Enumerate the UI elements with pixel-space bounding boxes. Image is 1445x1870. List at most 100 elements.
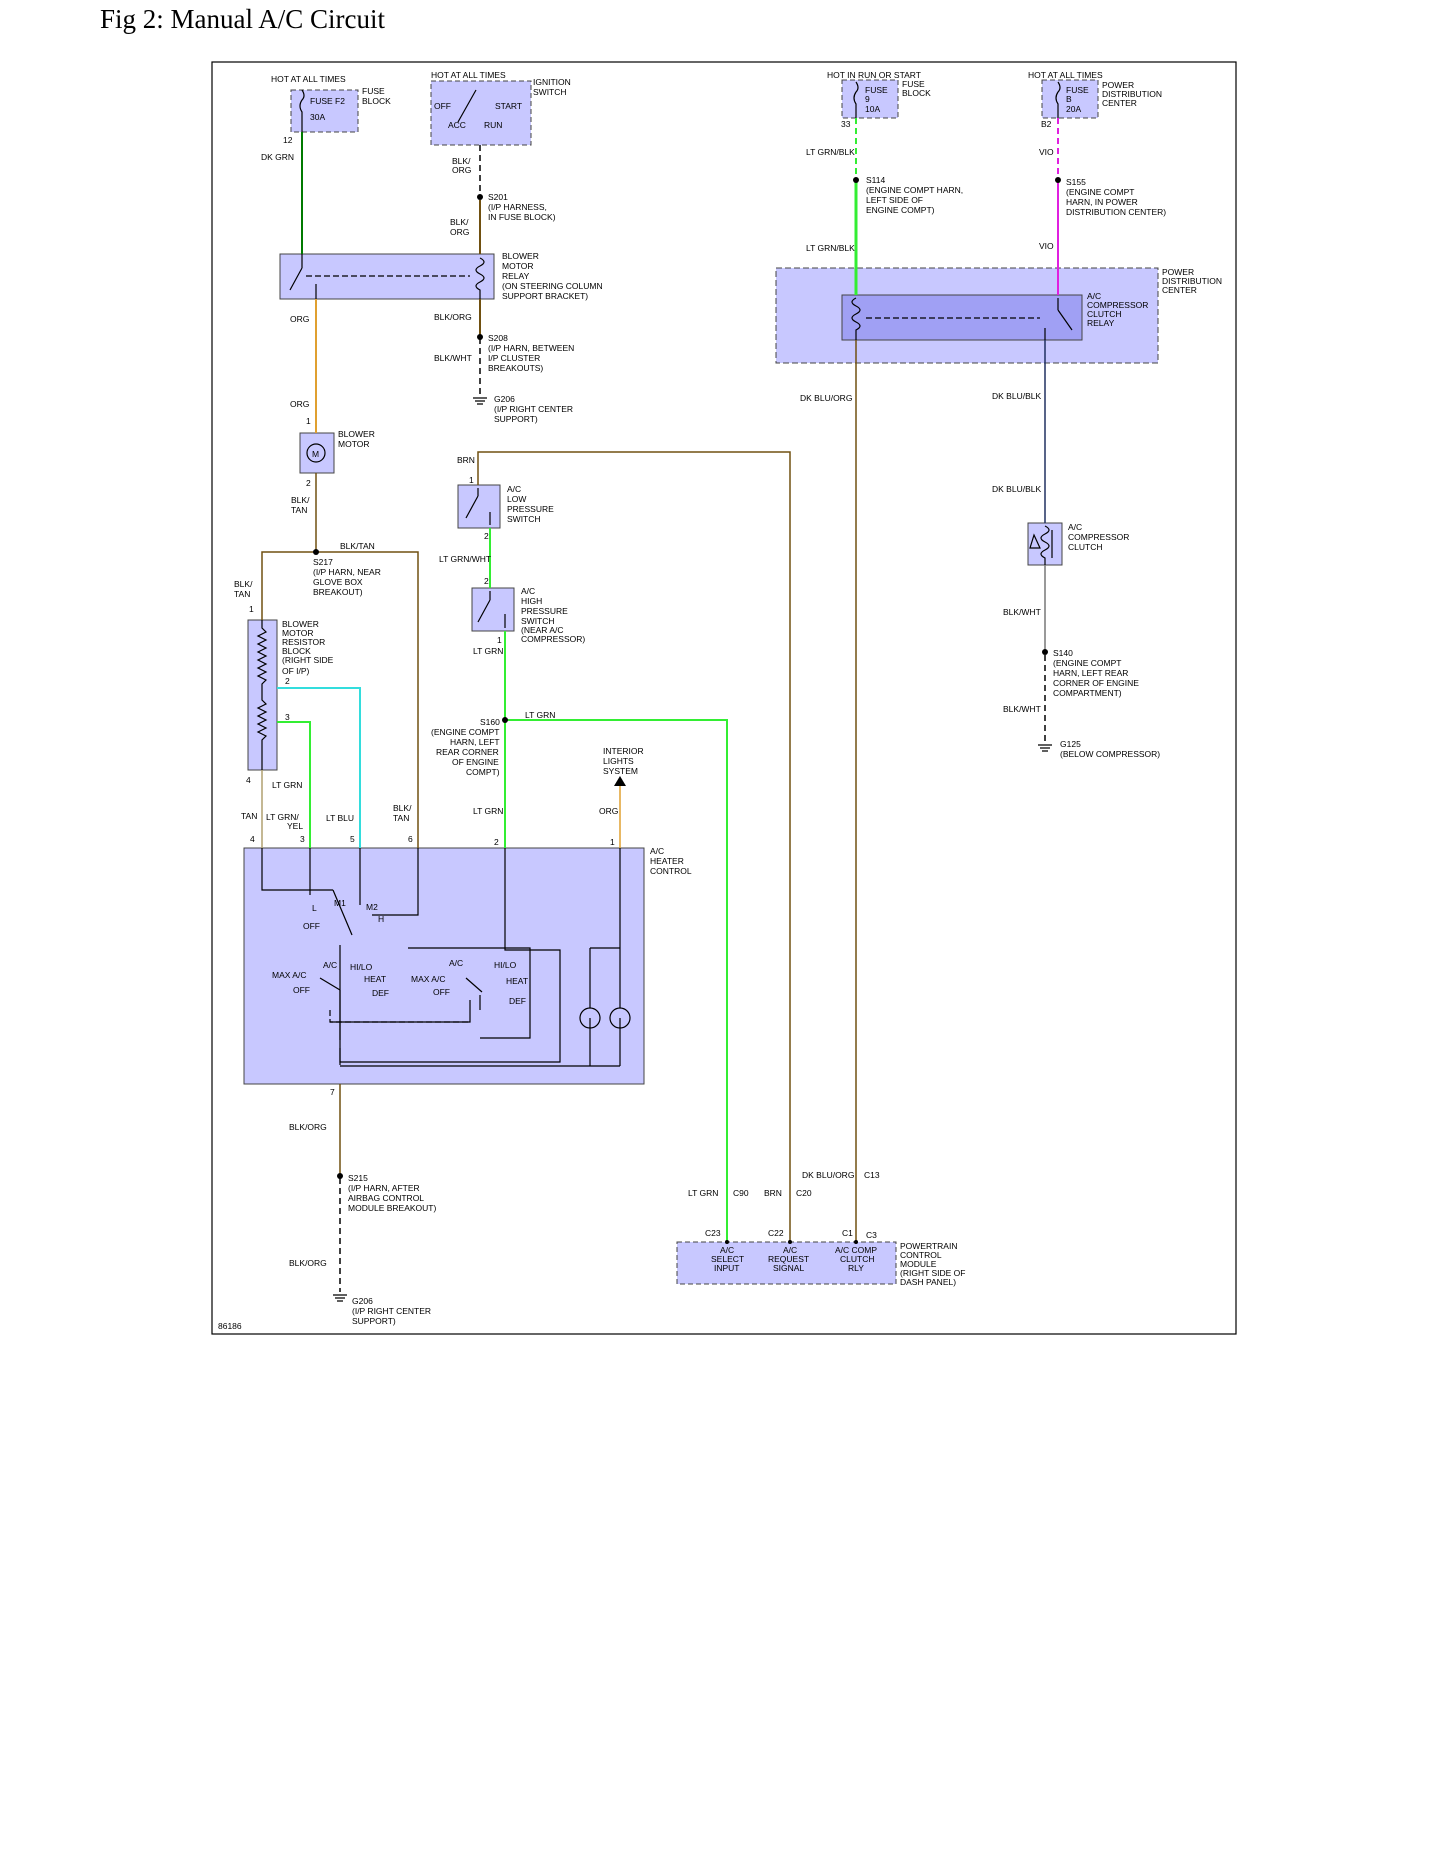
pcm-box [676, 1241, 897, 1285]
label-s208-d3: BREAKOUTS) [488, 363, 543, 373]
label-res-2: MOTOR [282, 628, 313, 638]
label-blk-wht-a: BLK/WHT [434, 353, 472, 363]
label-fuse-f2: FUSE F2 [310, 96, 345, 106]
label-s114-d3: ENGINE COMPT) [866, 205, 935, 215]
label-start: START [495, 101, 522, 111]
label-s201: S201 [488, 192, 508, 202]
label-accr-2: COMPRESSOR [1087, 300, 1148, 310]
blower-relay-switch [289, 254, 317, 299]
blower-speed-switch [261, 848, 419, 1065]
label-hps-1: A/C [521, 586, 535, 596]
ignition-switch-box [430, 80, 532, 146]
label-dk-blu-blk-b: DK BLU/BLK [992, 484, 1041, 494]
blower-motor-box [299, 432, 335, 474]
label-s160: S160 [480, 717, 500, 727]
label-s201-d2: IN FUSE BLOCK) [488, 212, 556, 222]
label-pcm-1: POWERTRAIN [900, 1241, 957, 1251]
label-blk-tan-b: BLK/TAN [340, 541, 375, 551]
label-hilo-a: HI/LO [350, 962, 373, 972]
label-def-b: DEF [509, 996, 526, 1006]
label-hot-4: HOT AT ALL TIMES [1028, 70, 1103, 80]
label-g206b: G206 [352, 1296, 373, 1306]
connector-pcm-c1 [854, 1240, 858, 1244]
label-blk-org-b1: BLK/ [450, 217, 469, 227]
label-blk-tan-d1: BLK/ [393, 803, 412, 813]
label-pcm-4: (RIGHT SIDE OF [900, 1268, 966, 1278]
label-brn-a: BRN [457, 455, 475, 465]
label-res-6: OF I/P) [282, 666, 310, 676]
label-acc-1: A/C [1068, 522, 1082, 532]
label-s160-d1: (ENGINE COMPT [431, 727, 499, 737]
label-blk-wht-b: BLK/WHT [1003, 607, 1041, 617]
wire-lt-blu [277, 687, 361, 848]
label-c1: C1 [842, 1228, 853, 1238]
label-s160-d2: HARN, LEFT [450, 737, 500, 747]
label-bm-m: M [312, 449, 319, 459]
label-pdcb-3: CENTER [1162, 285, 1197, 295]
label-blk-org-a1: BLK/ [452, 156, 471, 166]
label-lps-1: A/C [507, 484, 521, 494]
label-bmr-3: RELAY [502, 271, 530, 281]
label-fuse-9-n: 9 [865, 94, 870, 104]
label-pcm-5: DASH PANEL) [900, 1277, 956, 1287]
label-pin1: 1 [610, 837, 615, 847]
label-s217-d2: GLOVE BOX [313, 577, 363, 587]
label-pdcb-2: DISTRIBUTION [1162, 276, 1222, 286]
label-s217-d1: (I/P HARN, NEAR [313, 567, 381, 577]
label-fuse-block-1: FUSE [362, 86, 385, 96]
label-def-a: DEF [372, 988, 389, 998]
label-pin4: 4 [250, 834, 255, 844]
label-lt-grn-d: LT GRN [473, 806, 503, 816]
label-fuse-b: FUSE [1066, 85, 1089, 95]
label-fuse-b-amp: 20A [1066, 104, 1081, 114]
label-g206a: G206 [494, 394, 515, 404]
label-m2: M2 [366, 902, 378, 912]
label-pcm-req-2: REQUEST [768, 1254, 809, 1264]
label-ahc-1: A/C [650, 846, 664, 856]
label-ac-b: A/C [449, 958, 463, 968]
label-s140-d1: (ENGINE COMPT [1053, 658, 1121, 668]
diagram-frame [211, 61, 1237, 1335]
splice-s208 [477, 334, 483, 340]
label-acc-3: CLUTCH [1068, 542, 1102, 552]
label-res-3: RESISTOR [282, 637, 325, 647]
label-c23: C23 [705, 1228, 721, 1238]
label-tan: TAN [241, 811, 257, 821]
label-hot-2: HOT AT ALL TIMES [431, 70, 506, 80]
label-off: OFF [434, 101, 451, 111]
low-pressure-switch-arm [465, 488, 491, 525]
fuse-9-element [853, 81, 859, 118]
fuse-b-box [1041, 79, 1099, 119]
label-res-pin1: 1 [249, 604, 254, 614]
label-lt-grn-c: LT GRN [525, 710, 555, 720]
label-hilo-b: HI/LO [494, 960, 517, 970]
label-pcm-req-1: A/C [783, 1245, 797, 1255]
label-fuse-9: FUSE [865, 85, 888, 95]
mode-switch-b [408, 947, 531, 1039]
label-hps-6: COMPRESSOR) [521, 634, 585, 644]
clutch-relay-switch [1044, 298, 1073, 340]
label-bm-pin2: 2 [306, 478, 311, 488]
label-c22: C22 [768, 1228, 784, 1238]
label-ign-1: IGNITION [533, 77, 571, 87]
label-hot-3: HOT IN RUN OR START [827, 70, 921, 80]
label-c20: C20 [796, 1188, 812, 1198]
label-ahc-3: CONTROL [650, 866, 692, 876]
label-s215-d1: (I/P HARN, AFTER [348, 1183, 420, 1193]
label-lps-pin2: 2 [484, 531, 489, 541]
label-g206b-d2: SUPPORT) [352, 1316, 396, 1326]
label-pcm-in-2: SELECT [711, 1254, 744, 1264]
label-interior-1: INTERIOR [603, 746, 644, 756]
label-s215-d3: MODULE BREAKOUT) [348, 1203, 436, 1213]
label-dk-blu-org-b: DK BLU/ORG [802, 1170, 854, 1180]
label-pcm-2: CONTROL [900, 1250, 942, 1260]
label-fuse-block-2: BLOCK [362, 96, 391, 106]
label-hps-pin1: 1 [497, 635, 502, 645]
label-lt-grn-blk-b: LT GRN/BLK [806, 243, 855, 253]
label-accr-4: RELAY [1087, 318, 1115, 328]
label-pdcb-1: POWER [1162, 267, 1194, 277]
label-lt-grn-b: LT GRN [473, 646, 503, 656]
label-s215-d2: AIRBAG CONTROL [348, 1193, 424, 1203]
label-pin-b2: B2 [1041, 119, 1052, 129]
label-res-1: BLOWER [282, 619, 319, 629]
